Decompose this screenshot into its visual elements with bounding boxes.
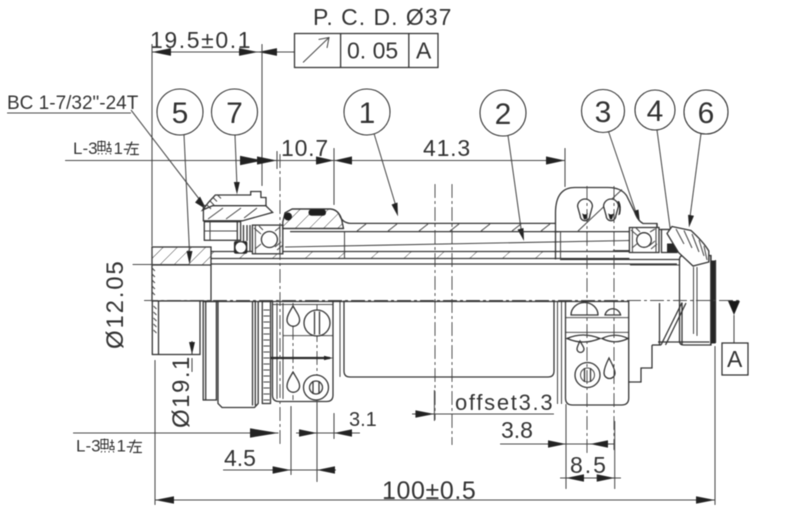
svg-text:1-: 1- — [117, 437, 132, 456]
svg-text:19.5±0.1: 19.5±0.1 — [150, 27, 252, 53]
svg-text:L-3: L-3 — [76, 437, 101, 456]
svg-text:41.3: 41.3 — [423, 135, 471, 161]
svg-text:4.5: 4.5 — [224, 445, 256, 471]
svg-text:3.1: 3.1 — [349, 409, 377, 431]
svg-text:0. 05: 0. 05 — [347, 38, 398, 64]
svg-text:4: 4 — [647, 95, 664, 128]
svg-text:1: 1 — [359, 97, 376, 130]
svg-text:5: 5 — [172, 97, 189, 130]
svg-text:A: A — [416, 38, 432, 64]
svg-text:6: 6 — [698, 97, 715, 130]
svg-text:offset3.3: offset3.3 — [455, 390, 554, 415]
svg-text:BC 1-7/32"-24T: BC 1-7/32"-24T — [7, 93, 139, 114]
svg-text:10.7: 10.7 — [281, 135, 329, 161]
svg-text:8.5: 8.5 — [570, 452, 608, 478]
svg-text:3: 3 — [595, 96, 612, 129]
svg-text:Ø12.05: Ø12.05 — [102, 259, 129, 349]
svg-text:A: A — [727, 346, 743, 372]
svg-text:1-: 1- — [114, 139, 129, 158]
svg-text:3.8: 3.8 — [501, 417, 533, 443]
svg-text:100±0.5: 100±0.5 — [382, 477, 476, 505]
svg-text:7: 7 — [226, 97, 243, 130]
svg-text:Ø19.1: Ø19.1 — [168, 355, 195, 428]
svg-text:2: 2 — [495, 98, 512, 131]
svg-text:P. C. D. Ø37: P. C. D. Ø37 — [313, 4, 452, 30]
svg-text:L-3: L-3 — [73, 139, 98, 158]
